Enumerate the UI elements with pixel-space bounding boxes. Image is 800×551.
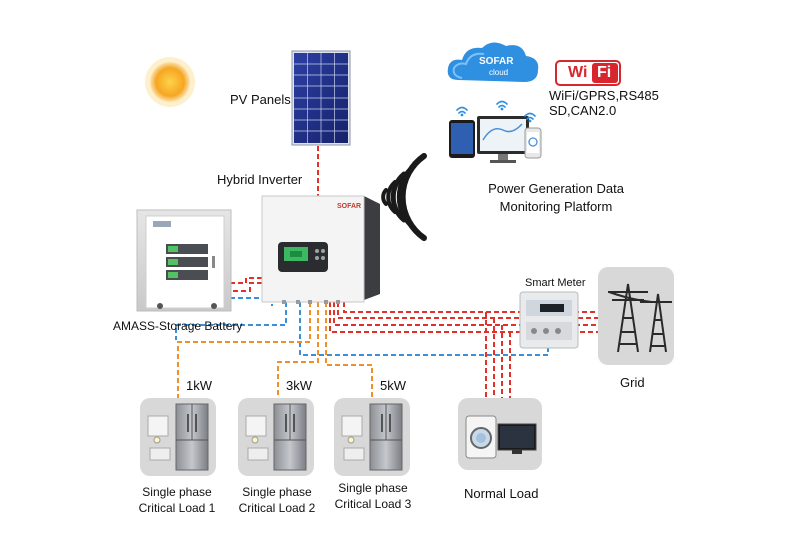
wifi-logo-icon: [555, 60, 621, 86]
load-3-caption: Single phase Critical Load 3: [334, 481, 412, 512]
grid-line-2: [337, 302, 598, 319]
cloud-brand-label: SOFAR: [479, 56, 514, 67]
wifi-logo-right: Fi: [597, 64, 612, 81]
comms-line2-label: SD,CAN2.0: [549, 103, 617, 118]
grid-line-4: [329, 302, 598, 333]
inverter-battery-line-2: [230, 282, 262, 292]
grid-label: Grid: [620, 375, 645, 390]
smart-meter-label: Smart Meter: [525, 277, 586, 289]
load-2-power-label: 3kW: [286, 378, 312, 393]
storage-battery-icon: [136, 209, 232, 312]
critical-load-3-icon: [334, 398, 410, 476]
critical-load-1-icon: [140, 398, 216, 476]
inverter-battery-line-1: [230, 277, 262, 284]
normal-load-label: Normal Load: [464, 486, 539, 501]
signal-waves-icon: [381, 153, 427, 241]
sun-icon: [145, 57, 195, 107]
comm-line-left: [175, 302, 287, 340]
normal-load-icon: [458, 398, 542, 470]
grid-line-1: [343, 302, 598, 313]
comms-line1-label: WiFi/GPRS,RS485: [549, 88, 659, 103]
battery-label: AMASS-Storage Battery: [113, 319, 243, 333]
load-2-caption: Single phase Critical Load 2: [238, 485, 316, 516]
hybrid-inverter-label: Hybrid Inverter: [217, 172, 303, 187]
load2-line: [277, 302, 319, 398]
smart-meter-icon: [519, 291, 579, 349]
sofar-cloud-icon: [447, 42, 539, 82]
load-1-power-label: 1kW: [186, 378, 212, 393]
monitoring-devices-icon: [449, 100, 542, 163]
load1-line: [177, 302, 311, 398]
pv-panel-icon: [291, 50, 351, 146]
critical-load-2-icon: [238, 398, 314, 476]
grid-tower-icon: [598, 267, 674, 365]
monitoring-platform-label: Power Generation Data Monitoring Platfor…: [488, 181, 624, 214]
load-1-caption: Single phase Critical Load 1: [138, 485, 216, 516]
hybrid-inverter-icon: [261, 195, 380, 304]
cloud-sub-label: cloud: [489, 68, 509, 77]
pv-panels-label: PV Panels: [230, 92, 291, 107]
load-3-power-label: 5kW: [380, 378, 406, 393]
comm-line-main: [299, 302, 549, 356]
wifi-logo-left: Wi: [568, 64, 588, 81]
wiring: [175, 146, 598, 398]
load3-line: [325, 302, 373, 398]
inverter-brand-label: SOFAR: [337, 203, 362, 210]
